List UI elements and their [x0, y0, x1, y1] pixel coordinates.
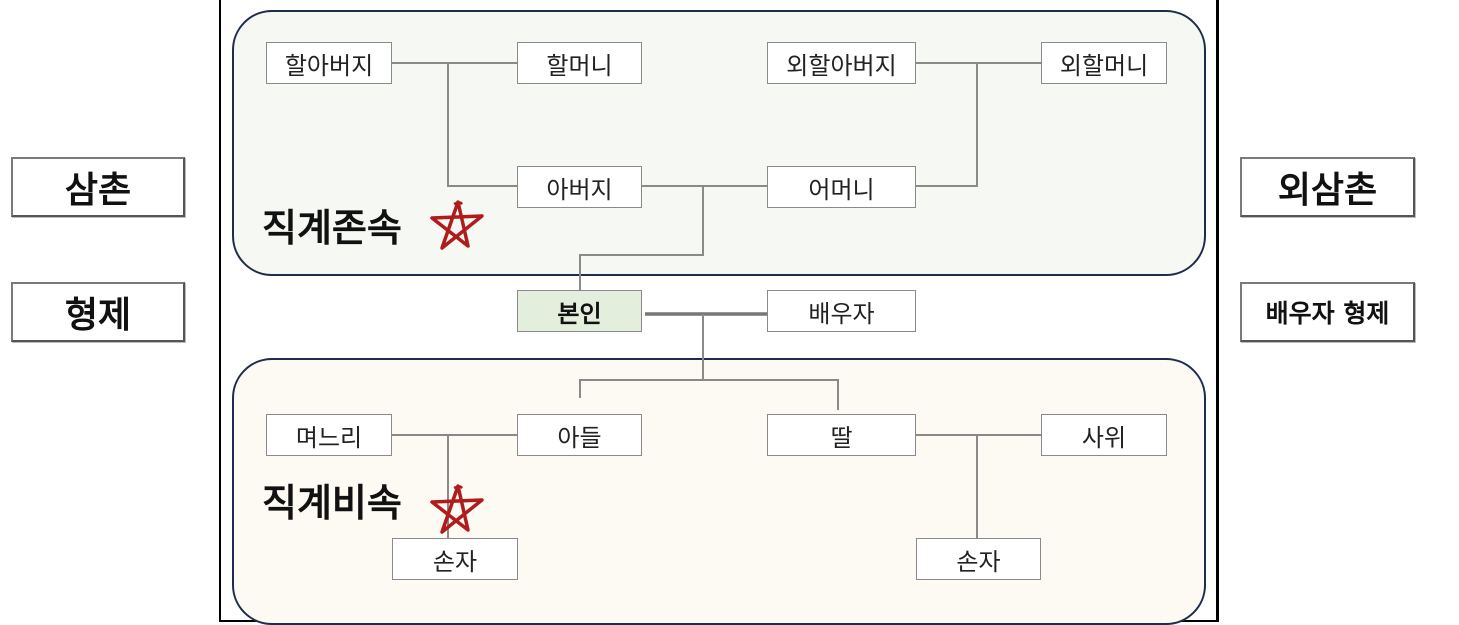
descendants-label: 직계비속	[262, 481, 402, 525]
spouse-siblings-label: 배우자 형제	[1240, 282, 1415, 342]
node-daughter: 딸	[767, 414, 916, 456]
node-maternal-grandfather: 외할아버지	[767, 42, 916, 84]
node-grandchild-right: 손자	[916, 538, 1041, 580]
star-mark-icon	[430, 200, 484, 250]
node-self: 본인	[517, 290, 642, 332]
descendants-group	[232, 358, 1206, 625]
node-grandmother: 할머니	[517, 42, 642, 84]
star-mark-icon	[430, 484, 484, 534]
connector	[579, 186, 704, 290]
maternal-uncle-label: 외삼촌	[1240, 157, 1415, 217]
node-grandchild-left: 손자	[392, 538, 518, 580]
node-daughter-in-law: 며느리	[266, 414, 392, 456]
node-son-in-law: 사위	[1041, 414, 1167, 456]
node-father: 아버지	[517, 166, 642, 208]
node-spouse: 배우자	[767, 290, 916, 332]
ascendants-label: 직계존속	[262, 206, 402, 250]
siblings-label: 형제	[11, 282, 185, 342]
uncle-label: 삼촌	[11, 157, 185, 217]
node-mother: 어머니	[767, 166, 916, 208]
connector	[447, 63, 517, 187]
connector	[579, 379, 839, 410]
node-son: 아들	[517, 414, 642, 456]
node-grandfather: 할아버지	[266, 42, 392, 84]
connector	[915, 63, 978, 187]
node-maternal-grandmother: 외할머니	[1041, 42, 1167, 84]
